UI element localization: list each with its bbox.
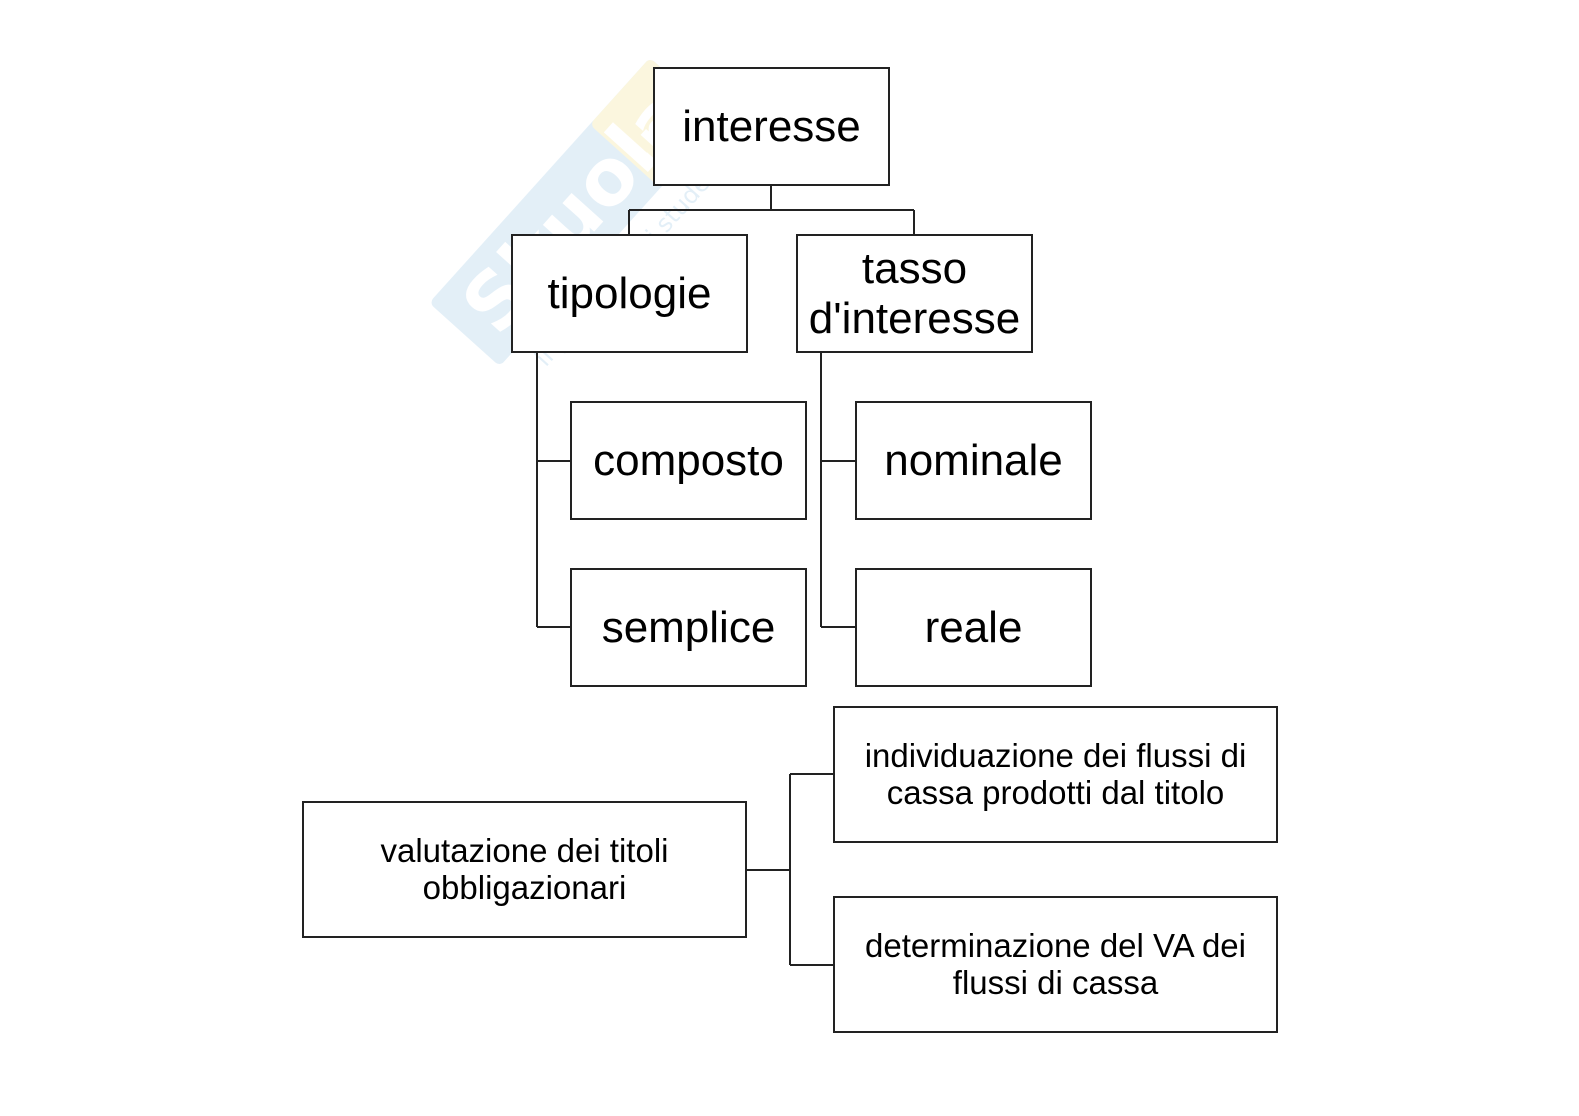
node-reale-label: reale [924, 602, 1023, 652]
node-semplice-label: semplice [601, 602, 776, 652]
node-nominale: nominale [855, 401, 1092, 520]
node-valutazione-titoli-label: valutazione dei titoli obbligazionari [380, 831, 669, 906]
node-determinazione-va-label: determinazione del VA dei flussi di cass… [865, 926, 1246, 1001]
node-individuazione-flussi: individuazione dei flussi di cassa prodo… [833, 706, 1278, 843]
node-reale: reale [855, 568, 1092, 687]
node-composto-label: composto [593, 435, 784, 485]
node-tipologie-label: tipologie [547, 268, 712, 318]
node-interesse-label: interesse [682, 101, 861, 151]
node-tasso-interesse: tasso d'interesse [796, 234, 1033, 353]
node-semplice: semplice [570, 568, 807, 687]
node-tasso-interesse-label: tasso d'interesse [808, 244, 1021, 343]
node-valutazione-titoli: valutazione dei titoli obbligazionari [302, 801, 747, 938]
node-tipologie: tipologie [511, 234, 748, 353]
node-composto: composto [570, 401, 807, 520]
node-determinazione-va: determinazione del VA dei flussi di cass… [833, 896, 1278, 1033]
node-nominale-label: nominale [884, 435, 1063, 485]
node-interesse: interesse [653, 67, 890, 186]
node-individuazione-flussi-label: individuazione dei flussi di cassa prodo… [864, 736, 1247, 811]
